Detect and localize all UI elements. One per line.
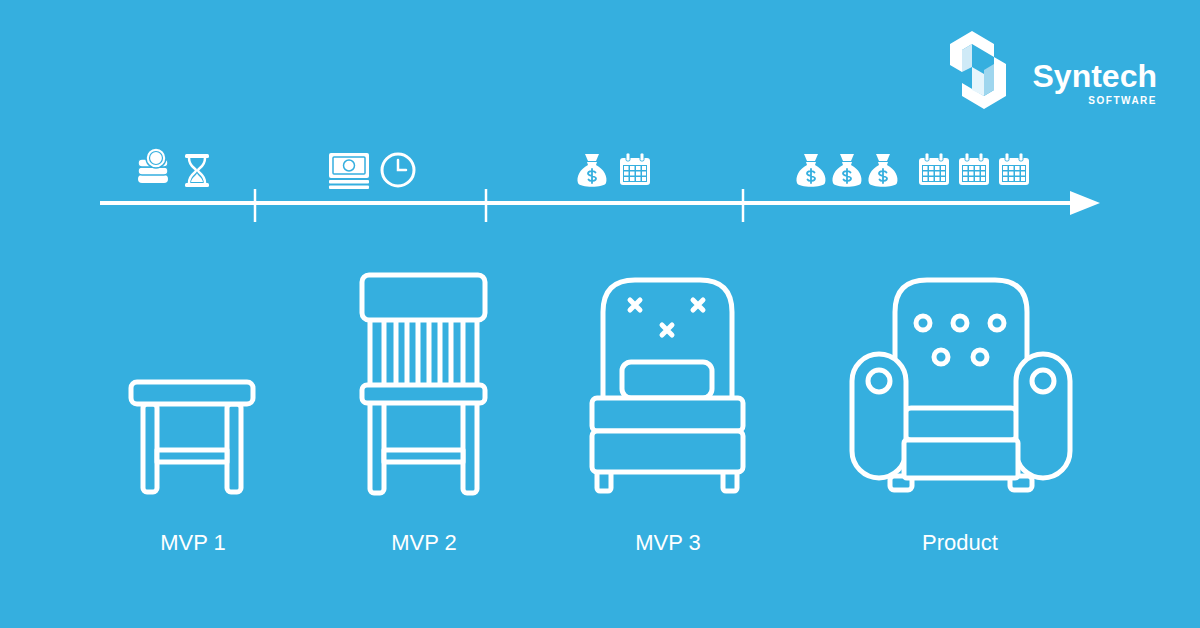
coin-stack-icon	[138, 148, 168, 183]
armchair-drawing-part	[895, 280, 1027, 440]
money-bag-icon-part	[577, 154, 606, 187]
upholstered-chair-drawing-part	[622, 362, 712, 398]
clock-icon-part	[382, 154, 414, 186]
armchair-drawing-part	[852, 354, 906, 478]
calendar-icons-part	[999, 153, 1029, 185]
upholstered-chair-drawing-part	[592, 431, 743, 472]
banknotes-icon-part	[344, 160, 355, 171]
chair-drawing-part	[362, 385, 485, 403]
upholstered-chair-drawing-part	[603, 280, 732, 398]
calendar-icons-part	[919, 153, 949, 185]
stage-label: MVP 1	[160, 530, 226, 555]
upholstered-chair-drawing	[592, 280, 743, 491]
chair-drawing-part	[418, 318, 429, 386]
armchair-drawing-part	[868, 370, 890, 392]
money-bag-icons-part	[868, 154, 897, 187]
coin-stack-icon-part	[138, 175, 168, 183]
timeline-part	[100, 201, 1074, 205]
hourglass-icon-part	[189, 158, 205, 183]
company-logo-icon	[950, 31, 1006, 109]
company-logo-icon-part	[962, 44, 972, 72]
company-logo-icon-part	[962, 57, 1006, 109]
armchair-drawing-part	[934, 350, 948, 364]
hourglass-icon-part	[185, 183, 209, 187]
armchair-drawing-part	[905, 408, 1017, 440]
stool-drawing-part	[157, 450, 227, 462]
armchair-drawing	[852, 280, 1070, 490]
armchair-drawing-part	[953, 316, 967, 330]
coin-stack-icon-part	[146, 148, 166, 168]
money-bag-icons-part	[832, 154, 861, 187]
chair-drawing-part	[396, 318, 407, 386]
logo-wordmark: Syntech	[1033, 58, 1157, 95]
timeline-part	[485, 189, 488, 222]
banknotes-icon	[329, 153, 369, 189]
stool-drawing-part	[227, 404, 241, 492]
hourglass-icon-part	[185, 154, 209, 158]
stool-drawing-part	[131, 382, 253, 404]
company-logo-icon-part	[972, 67, 984, 96]
stool-drawing	[131, 382, 253, 492]
upholstered-chair-drawing-part	[592, 398, 743, 431]
stage-label: Product	[922, 530, 998, 555]
armchair-drawing-part	[916, 316, 930, 330]
clock-icon	[382, 154, 414, 186]
money-bag-icons-part	[796, 154, 825, 187]
money-bag-icons	[796, 154, 897, 187]
timeline-part	[742, 189, 745, 222]
money-bag-icon	[577, 154, 606, 187]
timeline-part	[254, 189, 257, 222]
calendar-icons	[919, 153, 1029, 185]
hourglass-icon	[185, 154, 209, 187]
armchair-drawing-part	[904, 440, 1018, 478]
clock-icon-part	[398, 160, 406, 170]
timeline-part	[1070, 191, 1100, 215]
chair-drawing-part	[362, 275, 485, 320]
hourglass-icon-part	[191, 173, 203, 182]
stage-label: MVP 3	[635, 530, 701, 555]
logo-subtitle: SOFTWARE	[1088, 95, 1157, 107]
company-logo-icon-part	[984, 64, 994, 96]
armchair-drawing-part	[1016, 354, 1070, 478]
armchair-drawing-part	[990, 316, 1004, 330]
stage-label: MVP 2	[391, 530, 457, 555]
stool-drawing-part	[143, 404, 157, 492]
chair-drawing-part	[384, 450, 463, 462]
chair-drawing-part	[440, 318, 451, 386]
banknotes-icon-part	[329, 186, 369, 190]
timeline	[100, 189, 1100, 222]
upholstered-chair-drawing-part	[630, 300, 703, 335]
company-logo-icon-part	[950, 31, 994, 72]
chair-drawing	[362, 275, 485, 493]
calendar-icon	[620, 153, 650, 185]
calendar-icon-part	[620, 153, 650, 185]
banknotes-icon-part	[329, 153, 369, 178]
banknotes-icon-part	[329, 180, 369, 184]
calendar-icons-part	[959, 153, 989, 185]
armchair-drawing-part	[973, 350, 987, 364]
armchair-drawing-part	[1032, 370, 1054, 392]
coin-stack-icon-part	[150, 152, 163, 165]
banknotes-icon-part	[333, 157, 365, 174]
